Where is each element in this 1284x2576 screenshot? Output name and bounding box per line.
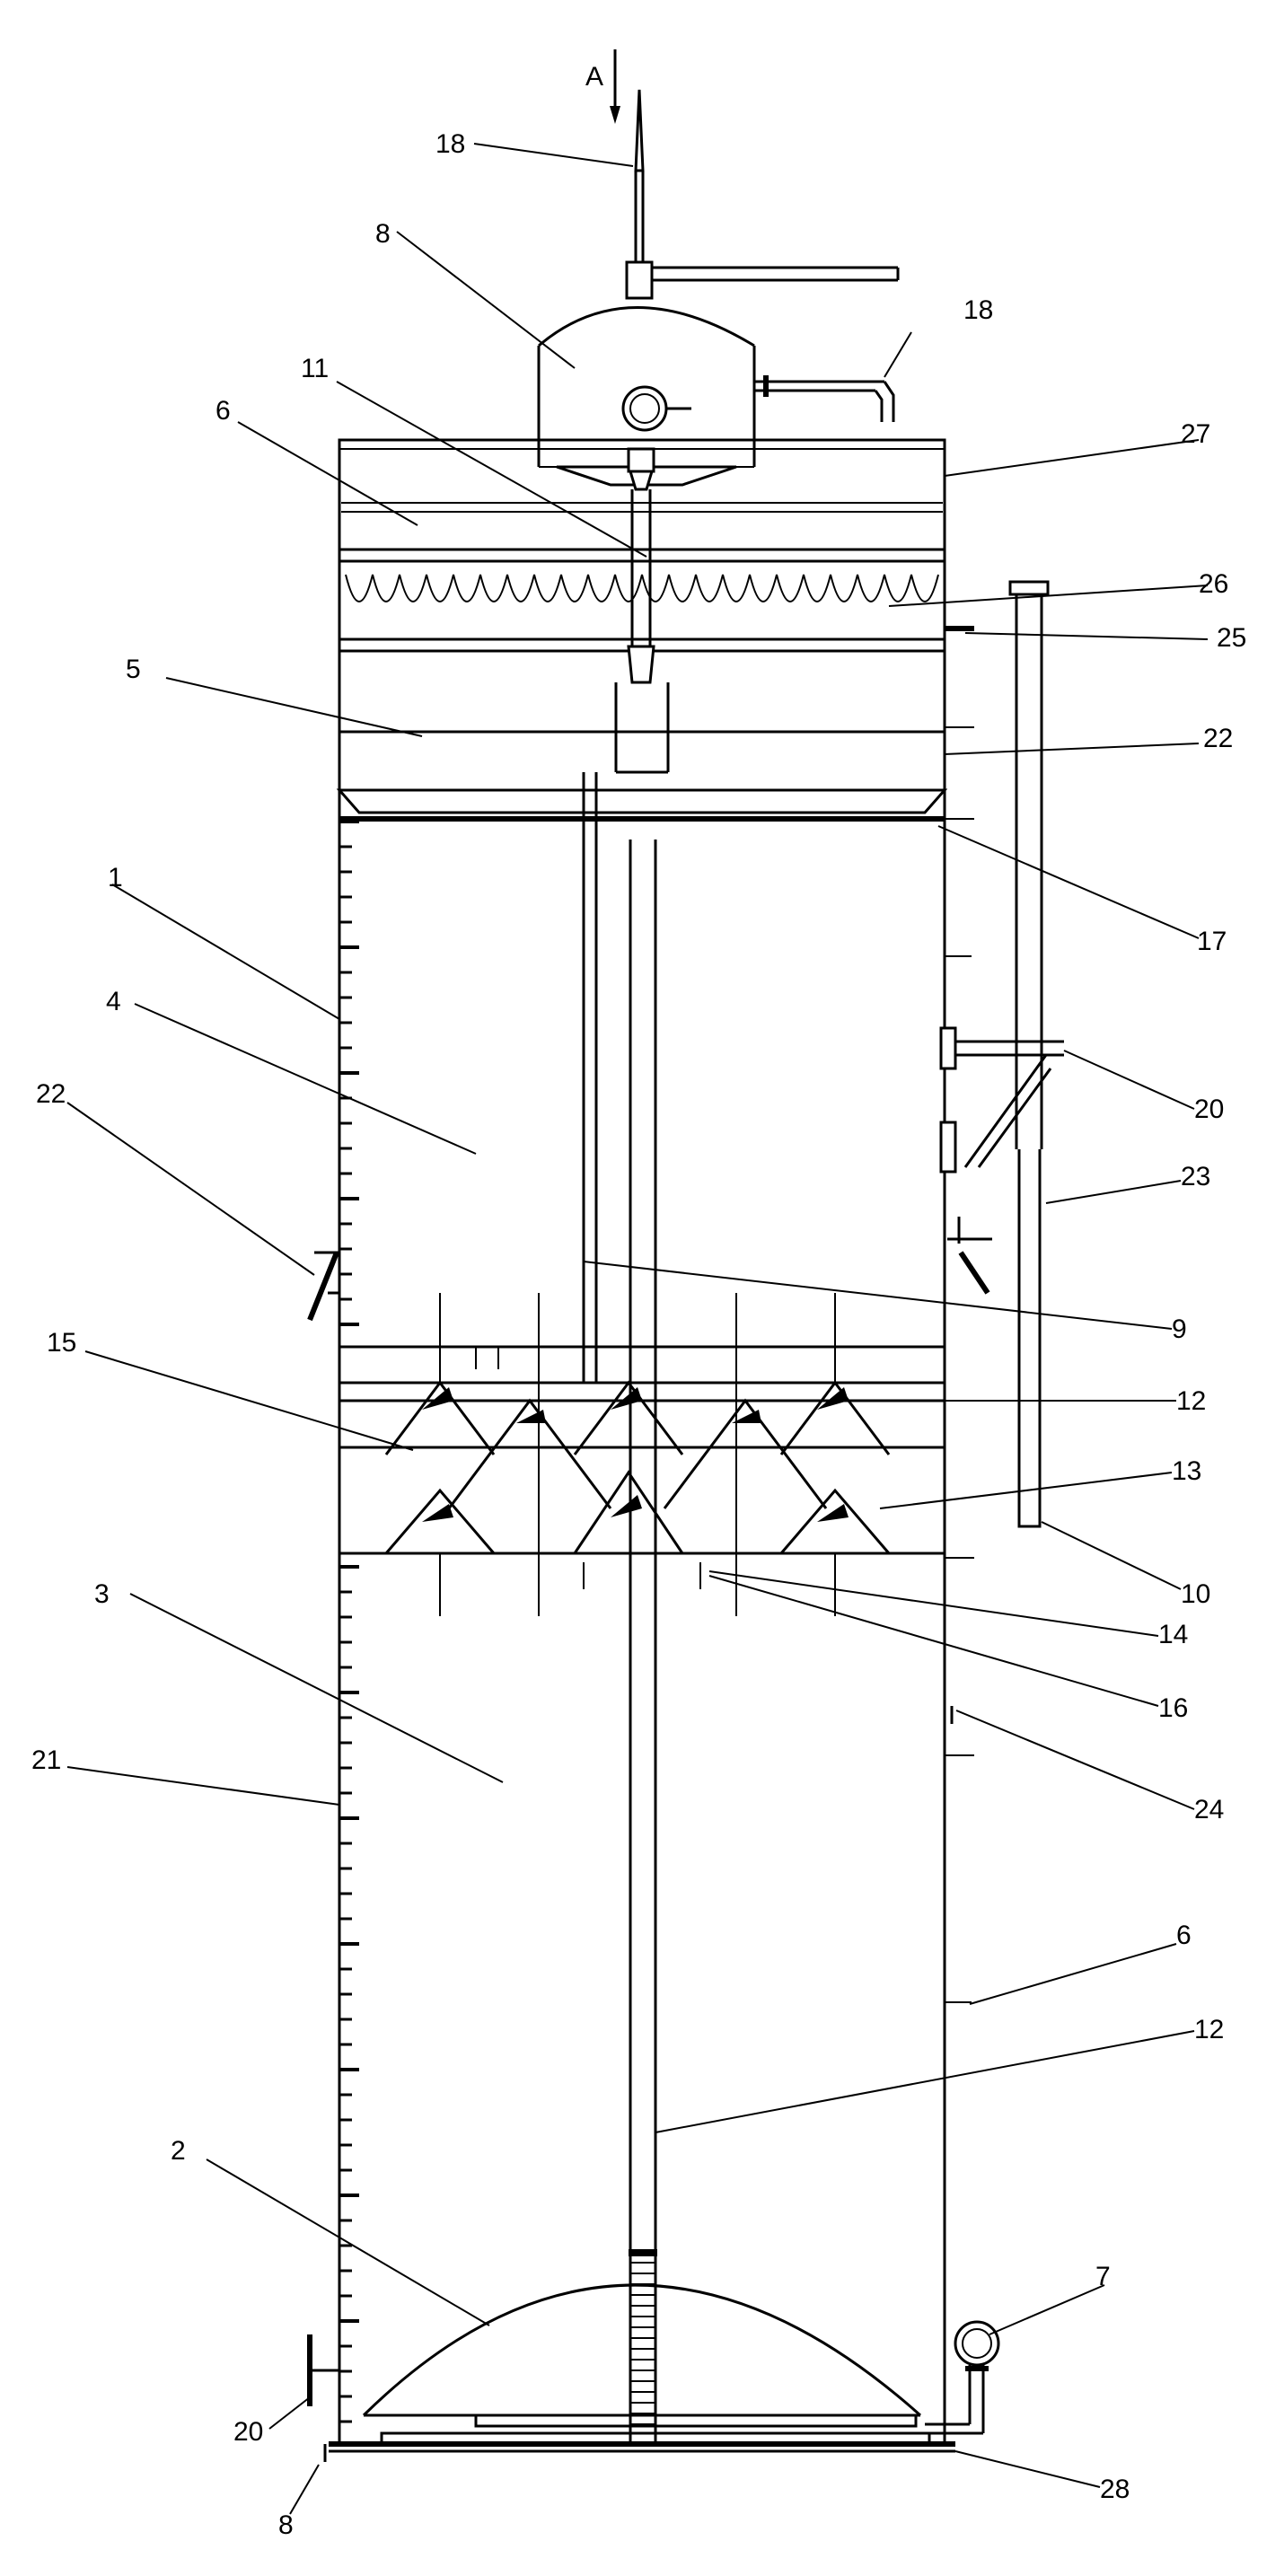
left-nozzles — [310, 1253, 339, 2462]
callout-20-right: 20 — [1194, 1095, 1224, 1124]
callout-20-left: 20 — [233, 2417, 263, 2447]
vertical-risers — [440, 1293, 835, 1616]
central-pipe — [584, 449, 668, 2442]
right-nozzles — [945, 629, 992, 2002]
callout-24: 24 — [1194, 1795, 1224, 1824]
callout-labels: 18 8 18 11 6 27 26 25 5 22 17 1 4 20 23 … — [31, 129, 1246, 2540]
callout-6-lower: 6 — [1176, 1921, 1192, 1950]
callout-5: 5 — [126, 655, 141, 684]
wall-scale-lower — [339, 1567, 359, 2422]
callout-12-lower: 12 — [1194, 2015, 1224, 2044]
callout-27: 27 — [1181, 419, 1210, 449]
callout-3: 3 — [94, 1579, 110, 1609]
gas-outlet-pipe — [627, 262, 898, 298]
callout-9: 8 — [375, 219, 391, 249]
separator-plate — [339, 790, 974, 819]
vent-rod — [636, 90, 643, 262]
manhole — [623, 387, 691, 430]
callout-15: 15 — [47, 1328, 76, 1358]
bracket-20 — [941, 1028, 1064, 1172]
callout-11: 11 — [301, 354, 329, 383]
callout-22-right: 22 — [1203, 724, 1233, 753]
callout-10-upper: 9 — [1172, 1314, 1187, 1344]
weir-sawtooth — [346, 575, 938, 602]
callout-28: 28 — [1100, 2475, 1130, 2504]
callout-14: 14 — [1158, 1620, 1188, 1649]
flow-arrow-a: A — [585, 49, 620, 124]
callout-13: 13 — [1172, 1456, 1201, 1486]
callout-19: 18 — [963, 295, 993, 325]
middle-band — [339, 1347, 945, 1553]
callout-8: 8 — [278, 2510, 294, 2540]
callout-4: 4 — [106, 987, 121, 1016]
vessel-shell — [329, 440, 955, 2451]
callout-23: 23 — [1181, 1162, 1210, 1191]
callout-10-lower: 10 — [1181, 1579, 1210, 1609]
leader-lines — [67, 144, 1208, 2514]
callout-25: 25 — [1217, 623, 1246, 653]
wall-scale-upper — [339, 822, 359, 1324]
callout-17: 17 — [1197, 927, 1227, 956]
callout-6-top: 6 — [215, 396, 231, 426]
feed-nozzle-7 — [925, 2322, 998, 2433]
flow-marker-label: A — [585, 62, 603, 92]
callout-18: 18 — [435, 129, 465, 159]
callout-22-left: 22 — [36, 1079, 66, 1109]
callout-7: 7 — [1095, 2262, 1111, 2291]
callout-21: 21 — [31, 1745, 61, 1775]
baffle-cones — [386, 1383, 889, 1553]
side-pipe-19 — [754, 375, 893, 422]
callout-1: 1 — [108, 863, 123, 892]
callout-2: 2 — [171, 2136, 186, 2166]
callout-26: 26 — [1199, 569, 1228, 599]
callout-12-upper: 12 — [1176, 1386, 1206, 1416]
distributor-dome — [364, 2285, 929, 2444]
callout-16: 16 — [1158, 1693, 1188, 1723]
